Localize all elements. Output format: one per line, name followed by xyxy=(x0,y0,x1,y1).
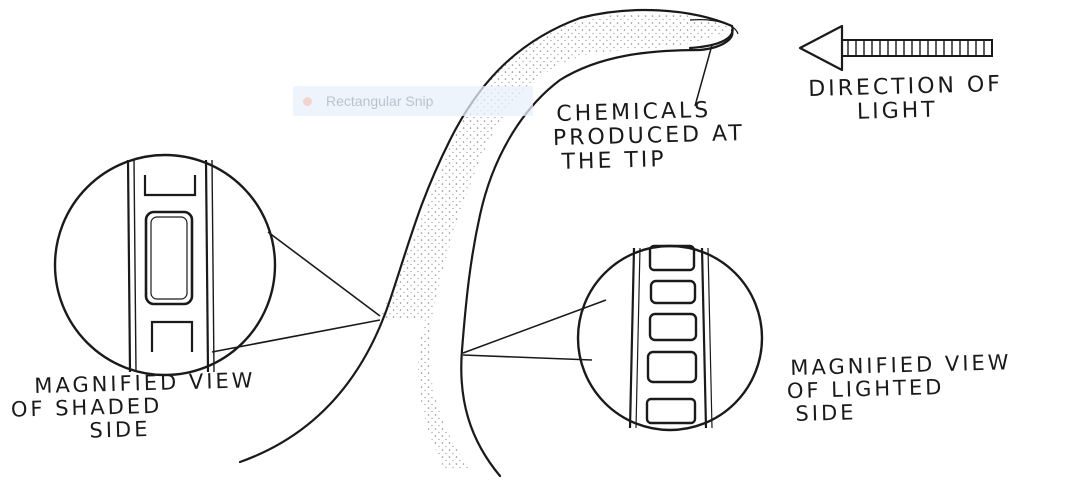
snip-tool-chip[interactable]: Rectangular Snip xyxy=(293,86,533,116)
record-dot-icon xyxy=(303,97,312,106)
lighted-side-magnifier xyxy=(578,246,762,430)
light-direction-arrow-icon xyxy=(800,26,992,70)
label-line: LIGHT xyxy=(857,97,1004,125)
snip-tool-label: Rectangular Snip xyxy=(326,93,433,109)
label-line: SIDE xyxy=(89,415,257,442)
shaded-pointer-upper xyxy=(268,232,380,316)
tip-pointer-line xyxy=(695,45,712,106)
shaded-side-label: MAGNIFIED VIEW OF SHADED SIDE xyxy=(34,369,257,444)
lighted-pointer-lower xyxy=(463,355,592,360)
chemicals-at-tip-label: CHEMICALS PRODUCED AT THE TIP xyxy=(556,98,746,175)
label-line: THE TIP xyxy=(561,146,745,175)
lighted-side-label: MAGNIFIED VIEW OF LIGHTED SIDE xyxy=(790,351,1013,426)
direction-of-light-label: DIRECTION OF LIGHT xyxy=(808,73,1004,126)
shaded-side-magnifier xyxy=(55,155,275,375)
